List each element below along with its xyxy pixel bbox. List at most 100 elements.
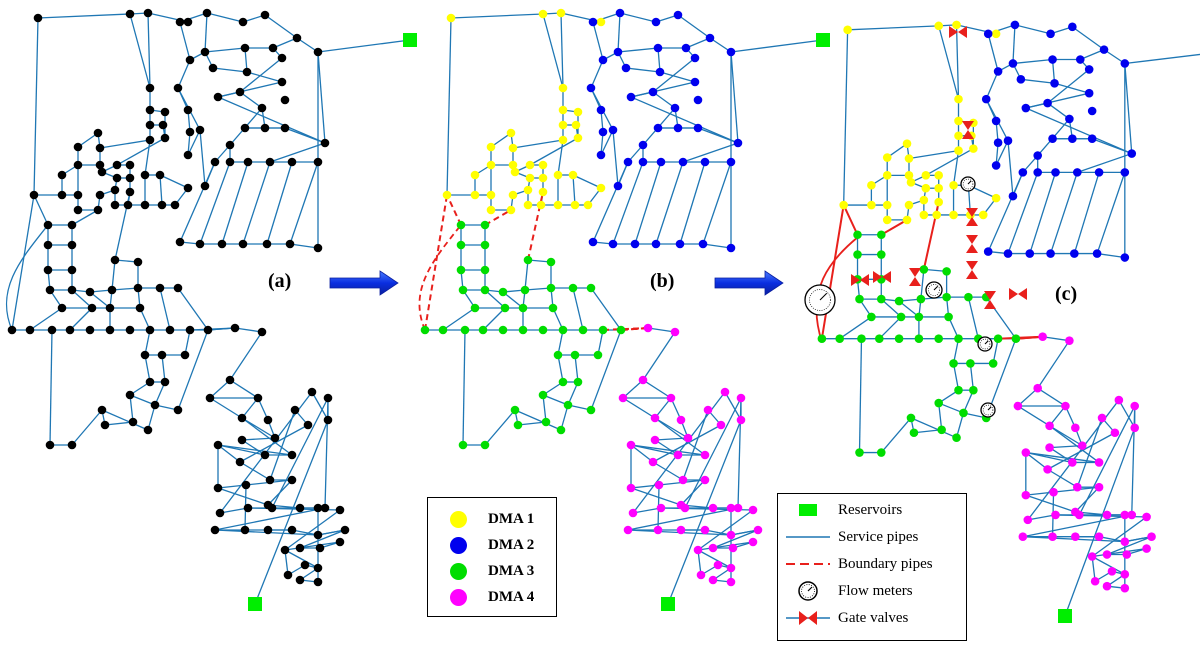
boundary-pipe bbox=[815, 236, 859, 343]
network-node bbox=[1102, 510, 1112, 520]
network-node bbox=[277, 77, 287, 87]
network-node bbox=[313, 503, 323, 513]
network-node bbox=[748, 505, 758, 515]
gate-valve bbox=[984, 300, 996, 309]
network-node bbox=[135, 303, 145, 313]
gate-valve bbox=[860, 274, 869, 286]
network-node bbox=[1094, 458, 1104, 467]
network-node bbox=[313, 243, 323, 253]
network-node bbox=[1084, 88, 1094, 98]
service-pipe bbox=[284, 541, 341, 551]
network-node bbox=[123, 200, 133, 210]
network-node bbox=[25, 325, 35, 335]
service-pipe bbox=[1049, 425, 1100, 463]
network-node bbox=[480, 285, 490, 295]
network-node bbox=[1114, 395, 1124, 405]
service-pipe bbox=[913, 429, 942, 434]
network-node bbox=[553, 170, 563, 180]
network-node bbox=[586, 405, 596, 415]
service-pipe bbox=[1092, 547, 1147, 558]
panel-label-b: (b) bbox=[650, 270, 675, 292]
service-pipe bbox=[99, 139, 151, 149]
service-pipe bbox=[724, 391, 742, 421]
network-node bbox=[558, 135, 568, 145]
network-node bbox=[623, 157, 633, 167]
reservoir bbox=[403, 33, 417, 47]
service-pipe bbox=[542, 394, 569, 406]
network-node bbox=[541, 417, 551, 427]
network-node bbox=[713, 560, 723, 570]
network-node bbox=[323, 415, 333, 425]
service-pipe bbox=[104, 421, 134, 426]
service-pipe bbox=[462, 329, 466, 446]
network-node bbox=[235, 87, 245, 97]
network-node bbox=[991, 29, 1001, 39]
network-node bbox=[902, 215, 912, 225]
service-pipe bbox=[529, 137, 579, 166]
network-node bbox=[1087, 552, 1097, 561]
service-pipe bbox=[482, 307, 506, 331]
gate-valve bbox=[984, 291, 996, 300]
legend-service-pipes: Service pipes bbox=[778, 524, 966, 550]
network-node bbox=[160, 377, 170, 387]
network-node bbox=[173, 283, 183, 293]
service-pipe bbox=[659, 71, 696, 83]
network-node bbox=[983, 247, 993, 256]
network-node bbox=[1074, 510, 1084, 520]
network-node bbox=[140, 350, 150, 360]
reservoir bbox=[661, 597, 675, 611]
service-pipe bbox=[147, 404, 156, 431]
service-pipe bbox=[592, 21, 604, 61]
network-node bbox=[690, 77, 700, 87]
service-pipe bbox=[177, 329, 209, 411]
network-node bbox=[230, 323, 240, 333]
boundary-pipe bbox=[842, 204, 859, 236]
network-node bbox=[942, 292, 951, 302]
network-node bbox=[736, 415, 746, 425]
network-node bbox=[651, 17, 661, 27]
network-node bbox=[570, 200, 580, 210]
network-node bbox=[290, 405, 300, 415]
network-node bbox=[1102, 550, 1112, 559]
network-node bbox=[708, 575, 718, 585]
gate-valve bbox=[962, 130, 974, 139]
network-node bbox=[726, 577, 736, 587]
gate-valve bbox=[873, 271, 882, 283]
network-node bbox=[666, 393, 676, 403]
network-node bbox=[839, 200, 848, 210]
service-pipe bbox=[514, 409, 562, 431]
network-node bbox=[705, 33, 715, 43]
network-node bbox=[1018, 168, 1028, 177]
gate-valve bbox=[958, 26, 967, 38]
network-node bbox=[1092, 249, 1102, 258]
service-pipe bbox=[1047, 432, 1116, 470]
network-node bbox=[993, 67, 1003, 76]
network-node bbox=[508, 143, 518, 153]
network-node bbox=[553, 350, 563, 360]
network-node bbox=[470, 303, 480, 313]
network-node bbox=[518, 325, 528, 335]
service-pipe bbox=[1124, 536, 1152, 543]
network-node bbox=[991, 193, 1001, 203]
network-node bbox=[480, 440, 490, 450]
network-node bbox=[480, 220, 490, 230]
network-node bbox=[267, 503, 277, 513]
network-node bbox=[1050, 78, 1059, 88]
service-pipe bbox=[630, 487, 682, 506]
service-pipe bbox=[955, 24, 960, 100]
network-node bbox=[578, 325, 588, 335]
network-node bbox=[1142, 544, 1151, 553]
network-node bbox=[1120, 583, 1130, 593]
network-node bbox=[867, 200, 876, 210]
network-node bbox=[287, 475, 297, 485]
network-node bbox=[320, 503, 330, 513]
network-node bbox=[183, 17, 193, 27]
service-pipe bbox=[572, 174, 576, 206]
network-node bbox=[470, 170, 480, 180]
network-node bbox=[1110, 428, 1120, 438]
service-pipe bbox=[697, 541, 754, 551]
boundary-pipe bbox=[820, 204, 845, 339]
network-node bbox=[650, 435, 660, 445]
service-pipe bbox=[652, 57, 696, 93]
service-pipe bbox=[269, 409, 296, 481]
